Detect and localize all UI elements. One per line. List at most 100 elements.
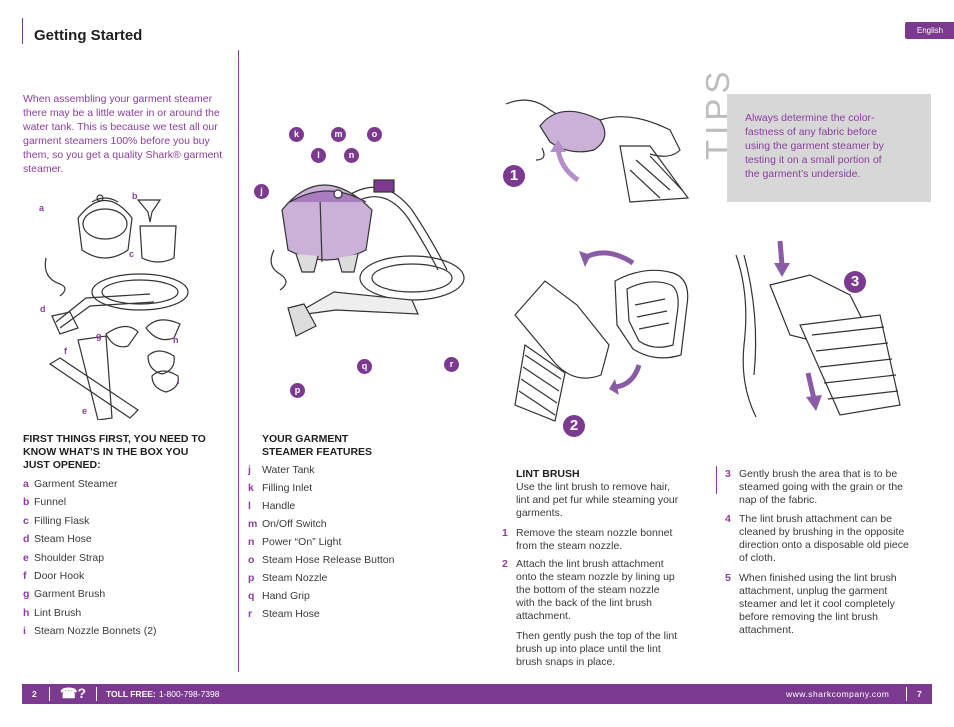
lint-brush-intro-line: lint and pet fur while steaming your bbox=[516, 494, 679, 506]
lint-step-4: 4 The lint brush attachment can be clean… bbox=[725, 513, 940, 565]
tips-text: Always determine the color- fastness of … bbox=[745, 112, 884, 180]
feature-badge-j: j bbox=[254, 184, 269, 199]
part-label-h: h bbox=[173, 335, 179, 345]
part-label-g: g bbox=[96, 331, 102, 341]
followup-line: Then gently push the top of the lint bbox=[516, 630, 678, 642]
step-text-line: from the steam nozzle. bbox=[516, 540, 623, 552]
right-column-rule bbox=[716, 466, 717, 494]
step-number: 2 bbox=[502, 558, 508, 570]
step-text-line: the bottom of the steam nozzle bbox=[516, 584, 660, 596]
right-page-number: 7 bbox=[917, 689, 922, 699]
footer-separator bbox=[49, 687, 50, 701]
features-heading-line: STEAMER FEATURES bbox=[262, 446, 373, 458]
features-heading: YOUR GARMENT STEAMER FEATURES bbox=[262, 433, 462, 459]
part-label-e: e bbox=[82, 406, 88, 416]
step-text-line: When finished using the lint brush bbox=[739, 572, 897, 584]
step-number: 1 bbox=[502, 527, 508, 539]
column-divider bbox=[238, 50, 239, 672]
part-label-d: d bbox=[40, 304, 46, 314]
step-text-line: The lint brush attachment can be bbox=[739, 513, 892, 525]
part-label-f: f bbox=[64, 346, 67, 356]
website-link[interactable]: www.sharkcompany.com bbox=[786, 689, 890, 699]
box-contents-list: FIRST THINGS FIRST, YOU NEED TO KNOW WHA… bbox=[23, 433, 233, 638]
lint-step-3: 3 Gently brush the area that is to be st… bbox=[725, 468, 940, 507]
lint-step-5: 5 When finished using the lint brush att… bbox=[725, 572, 940, 637]
feature-badge-k: k bbox=[289, 127, 304, 142]
feature-badge-q: q bbox=[357, 359, 372, 374]
step3-illustration bbox=[735, 240, 901, 418]
left-page-number: 2 bbox=[32, 689, 37, 699]
step-badge-2: 2 bbox=[563, 415, 585, 437]
step-text-line: attachment, unplug the garment bbox=[739, 585, 888, 597]
phone-help-icon: ☎? bbox=[60, 685, 86, 701]
step-text-line: attachment. bbox=[739, 624, 794, 636]
step-text-line: cleaned by brushing in the opposite bbox=[739, 526, 905, 538]
step-text-line: nap of the fabric. bbox=[739, 494, 818, 506]
footer-separator bbox=[906, 687, 907, 701]
box-list-heading-line: KNOW WHAT’S IN THE BOX YOU bbox=[23, 446, 189, 458]
footer-bar bbox=[22, 684, 932, 704]
feature-badge-p: p bbox=[290, 383, 305, 398]
feature-badge-n: n bbox=[344, 148, 359, 163]
part-label-i: i bbox=[177, 376, 180, 386]
step-text-line: direction onto a disposable old piece bbox=[739, 539, 909, 551]
toll-free-number[interactable]: 1-800-798-7398 bbox=[159, 689, 220, 699]
lint-step-2: 2 Attach the lint brush attachment onto … bbox=[502, 558, 712, 623]
feature-badge-m: m bbox=[331, 127, 346, 142]
step-text-line: onto the steam nozzle by lining up bbox=[516, 571, 675, 583]
tips-box bbox=[727, 94, 931, 202]
intro-paragraph: When assembling your garment steamer the… bbox=[23, 93, 223, 175]
box-list-heading-line: JUST OPENED: bbox=[23, 459, 101, 471]
step-text-line: steamer and let it cool completely bbox=[739, 598, 895, 610]
step-badge-3: 3 bbox=[844, 271, 866, 293]
followup-line: brush snaps in place. bbox=[516, 656, 616, 668]
step-text-line: steamed going with the grain or the bbox=[739, 481, 904, 493]
lint-brush-section: LINT BRUSH Use the lint brush to remove … bbox=[516, 468, 716, 520]
step-text-line: Remove the steam nozzle bonnet bbox=[516, 527, 673, 539]
steamer-features-illustration bbox=[270, 179, 465, 337]
followup-line: brush up into place until the lint bbox=[516, 643, 661, 655]
features-heading-line: YOUR GARMENT bbox=[262, 433, 349, 445]
lint-step-1: 1 Remove the steam nozzle bonnet from th… bbox=[502, 527, 712, 553]
step-text-line: with the back of the lint brush bbox=[516, 597, 652, 609]
part-label-b: b bbox=[132, 191, 138, 201]
step-badge-1: 1 bbox=[503, 165, 525, 187]
box-list-heading-line: FIRST THINGS FIRST, YOU NEED TO bbox=[23, 433, 206, 445]
language-tab[interactable]: English bbox=[905, 22, 954, 39]
step-text-line: of cloth. bbox=[739, 552, 776, 564]
step-text-line: Attach the lint brush attachment bbox=[516, 558, 664, 570]
step-text-line: before removing the lint brush bbox=[739, 611, 878, 623]
footer-separator bbox=[96, 687, 97, 701]
step-number: 4 bbox=[725, 513, 731, 525]
lint-brush-intro-line: Use the lint brush to remove hair, bbox=[516, 481, 671, 493]
box-contents-illustration bbox=[44, 194, 189, 420]
step2-illustration bbox=[514, 250, 689, 422]
page-title: Getting Started bbox=[34, 27, 143, 44]
feature-badge-r: r bbox=[444, 357, 459, 372]
lint-brush-intro-line: garments. bbox=[516, 507, 563, 519]
part-label-a: a bbox=[39, 203, 45, 213]
step-text-line: Gently brush the area that is to be bbox=[739, 468, 898, 480]
step-text-line: attachment. bbox=[516, 610, 571, 622]
toll-free-label: TOLL FREE: bbox=[106, 689, 156, 699]
step-number: 5 bbox=[725, 572, 731, 584]
